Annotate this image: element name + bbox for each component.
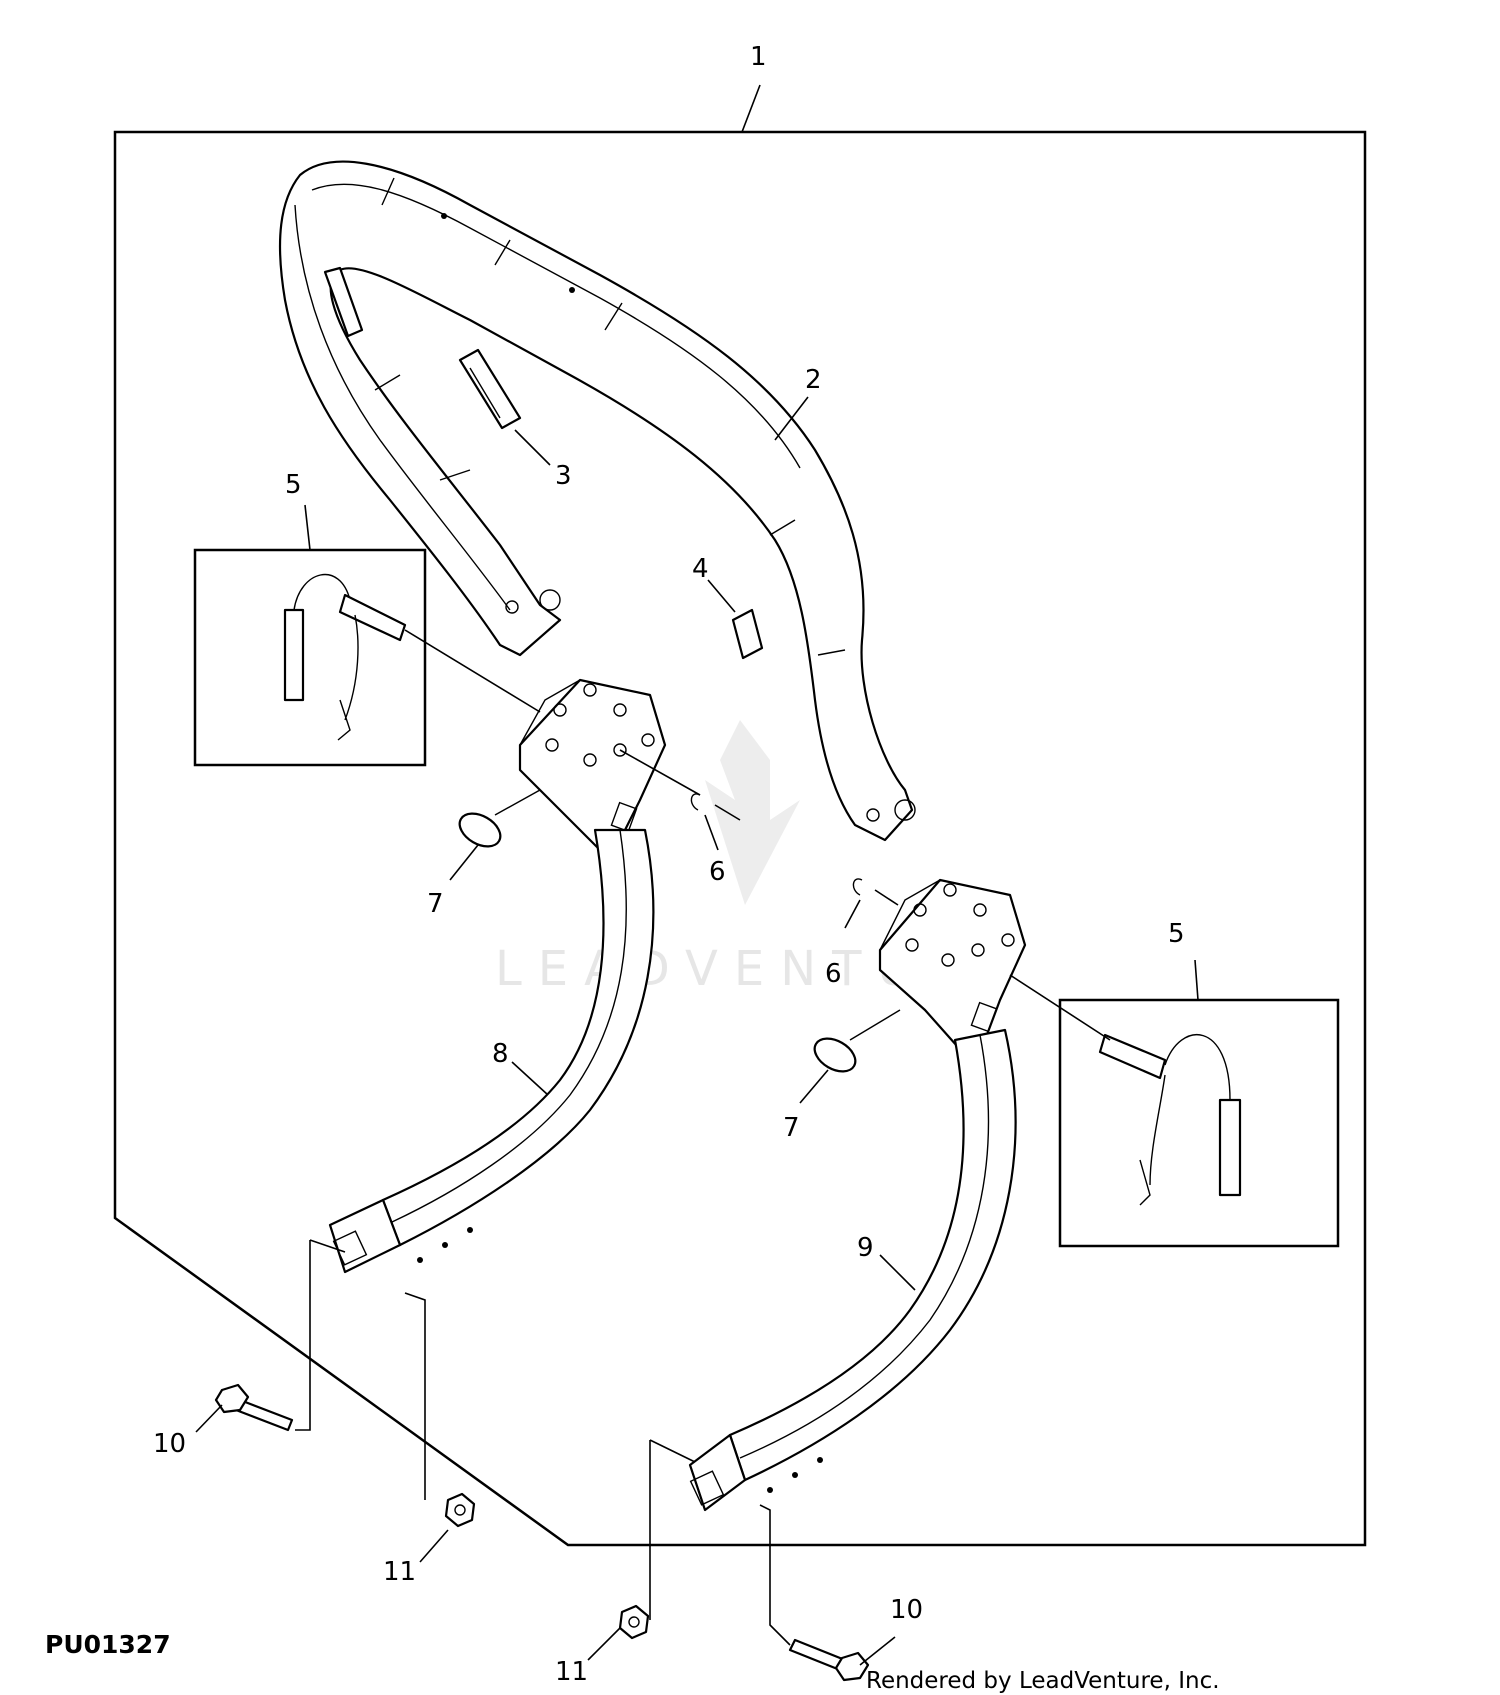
left-bolt-part: [214, 1383, 294, 1432]
roll-bar-part: [278, 160, 916, 842]
assembly-outline: [113, 130, 1367, 1547]
label-part: [731, 608, 764, 660]
callout-10-left: 10: [153, 1429, 186, 1459]
left-lock-pin-part: [283, 573, 407, 741]
left-pin-inset-box: [193, 548, 427, 767]
left-nut-part: [444, 1492, 476, 1528]
right-clip-part: [852, 878, 863, 896]
left-clip-part: [690, 793, 701, 811]
decal-part: [323, 266, 522, 430]
callout-4: 4: [692, 554, 709, 584]
right-arm-part: [688, 878, 1027, 1512]
right-bolt-part: [788, 1638, 870, 1682]
credit-text: Rendered by LeadVenture, Inc.: [866, 1668, 1220, 1694]
callout-6-left: 6: [709, 857, 726, 887]
callout-7-left: 7: [427, 889, 444, 919]
callout-3: 3: [555, 461, 572, 491]
callout-6-right: 6: [825, 959, 842, 989]
leader-lines: [195, 84, 1199, 1666]
callout-8: 8: [492, 1039, 509, 1069]
callout-11-right: 11: [555, 1657, 588, 1687]
callout-1: 1: [750, 42, 767, 72]
callout-5-right: 5: [1168, 919, 1185, 949]
left-knob-part: [458, 789, 541, 848]
right-nut-part: [618, 1604, 650, 1640]
callout-9: 9: [857, 1233, 874, 1263]
left-arm-part: [328, 678, 667, 1274]
figure-code: PU01327: [45, 1630, 171, 1659]
right-lock-pin-part: [1098, 1033, 1242, 1206]
callout-11-left: 11: [383, 1557, 416, 1587]
callout-10-right: 10: [890, 1595, 923, 1625]
right-knob-part: [813, 1009, 901, 1073]
callout-2: 2: [805, 365, 822, 395]
callout-7-right: 7: [783, 1113, 800, 1143]
right-pin-inset-box: [1058, 998, 1340, 1248]
watermark-logo: [705, 720, 800, 905]
callout-5-left: 5: [285, 470, 302, 500]
